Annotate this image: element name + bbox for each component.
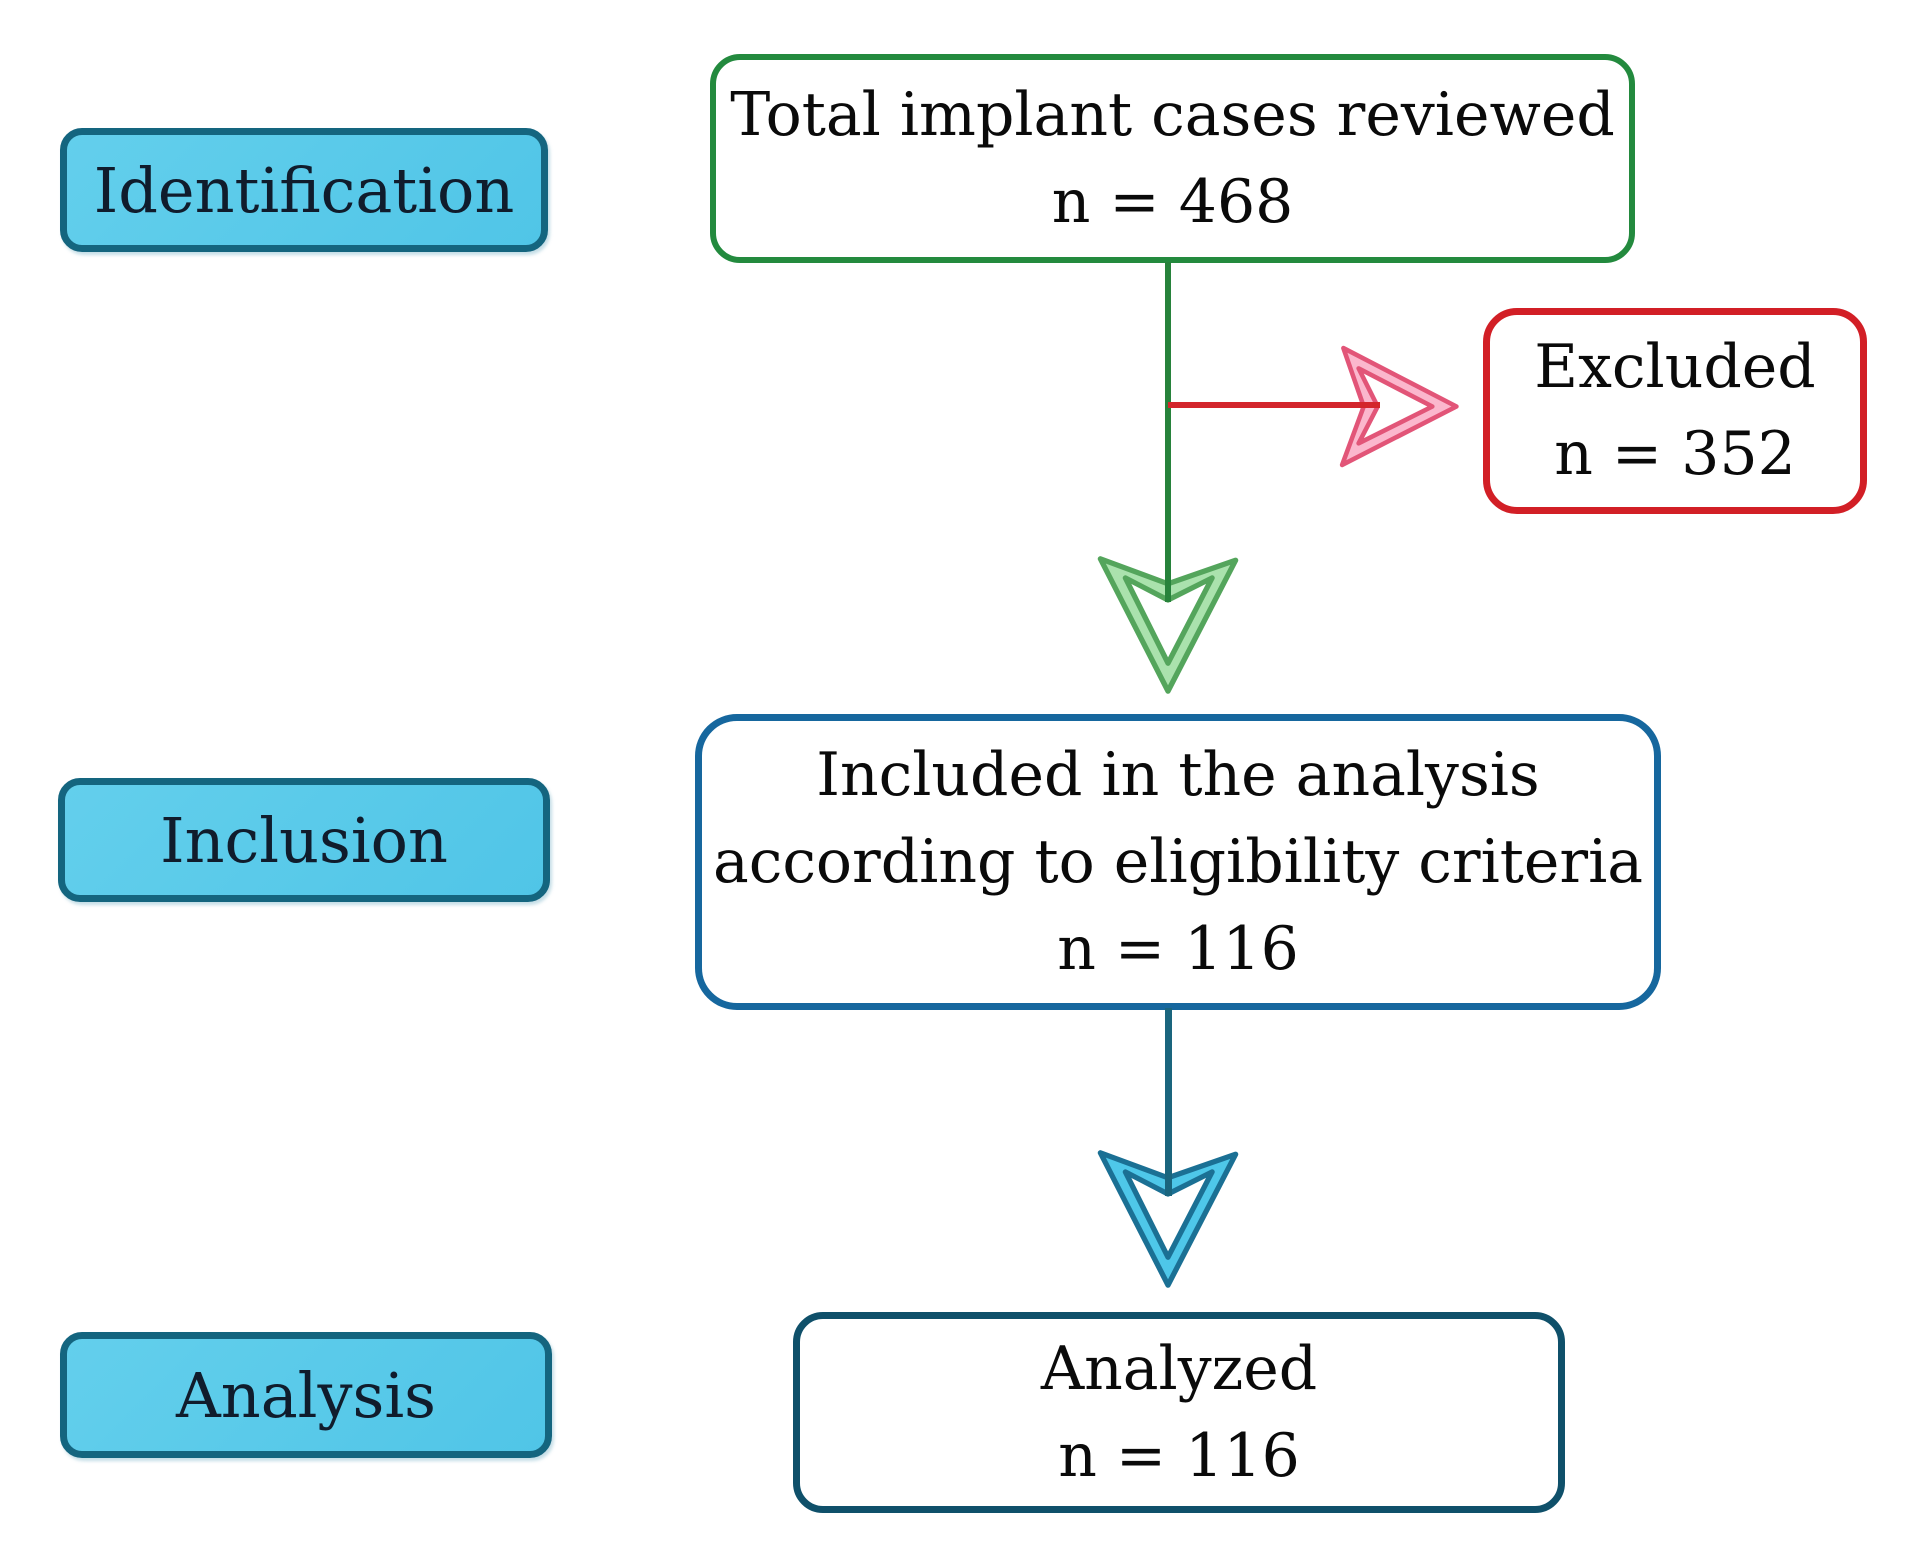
- connector-total-to-included: [1165, 262, 1171, 602]
- node-excluded-count: n = 352: [1554, 419, 1796, 489]
- node-analyzed-line1: Analyzed: [1040, 1333, 1318, 1404]
- node-total-count: n = 468: [1051, 166, 1294, 237]
- node-excluded: Excluded n = 352: [1483, 308, 1867, 514]
- node-excluded-line1: Excluded: [1534, 332, 1816, 402]
- connector-to-excluded: [1168, 402, 1380, 408]
- stage-label-identification-text: Identification: [93, 153, 515, 227]
- node-total-line1: Total implant cases reviewed: [730, 79, 1615, 150]
- node-analyzed: Analyzed n = 116: [793, 1312, 1565, 1513]
- stage-label-inclusion-text: Inclusion: [160, 803, 448, 877]
- stage-label-analysis: Analysis: [60, 1332, 552, 1458]
- connector-included-to-analyzed: [1165, 1008, 1172, 1196]
- stage-label-identification: Identification: [60, 128, 548, 252]
- node-analyzed-count: n = 116: [1058, 1420, 1300, 1491]
- stage-label-inclusion: Inclusion: [58, 778, 550, 902]
- node-total-cases-reviewed: Total implant cases reviewed n = 468: [710, 54, 1635, 263]
- node-included-count: n = 116: [1057, 913, 1299, 984]
- node-included-in-analysis: Included in the analysis according to el…: [695, 714, 1661, 1010]
- stage-label-analysis-text: Analysis: [176, 1358, 436, 1432]
- node-included-line1: Included in the analysis: [816, 739, 1540, 810]
- node-included-line2: according to eligibility criteria: [712, 826, 1644, 897]
